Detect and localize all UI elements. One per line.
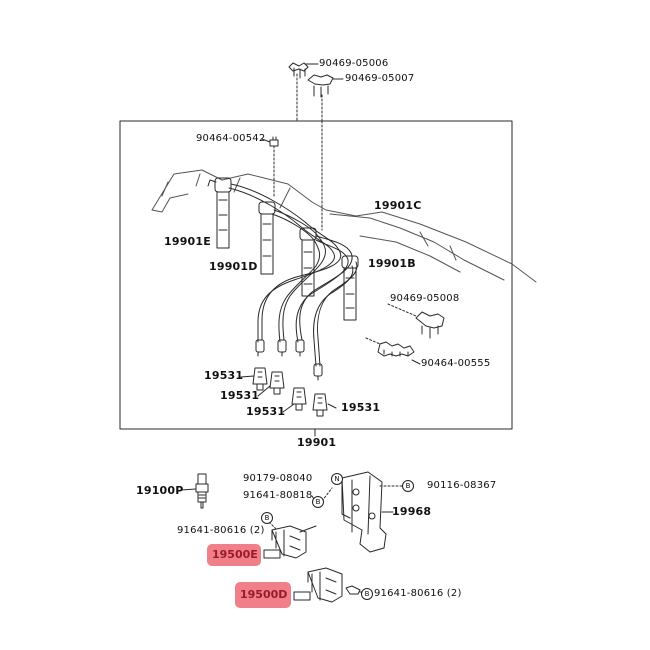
label-90469-05008: 90469-05008	[390, 293, 460, 304]
label-91641-80616-a: 91641-80616 (2)	[177, 525, 265, 536]
boot-19531-a	[252, 367, 268, 391]
ignition-wires	[228, 183, 358, 381]
ignition-coil-19500E	[263, 521, 317, 559]
label-90464-00555: 90464-00555	[421, 358, 491, 369]
spark-plug-19100P	[180, 473, 209, 509]
boot-19531-d	[312, 393, 328, 417]
label-19500D[interactable]: 19500D	[240, 588, 288, 601]
clamp-90464-00555	[365, 337, 421, 365]
label-19901: 19901	[297, 436, 337, 449]
engine-head-outline	[151, 169, 537, 283]
label-19531-d: 19531	[341, 401, 381, 414]
plug-boot-19901B	[341, 255, 359, 321]
label-19968: 19968	[392, 505, 432, 518]
bracket-19968	[341, 471, 394, 553]
label-19901B: 19901B	[368, 257, 416, 270]
marker-n: N	[331, 473, 343, 485]
label-19901C: 19901C	[374, 199, 422, 212]
marker-b-4: B	[361, 588, 373, 600]
marker-b-3: B	[261, 512, 273, 524]
label-19531-b: 19531	[220, 389, 260, 402]
ignition-coil-19500D	[293, 567, 364, 603]
clamp-90469-05007	[307, 74, 344, 231]
label-91641-80616-b: 91641-80616 (2)	[374, 588, 462, 599]
clamp-90469-05008	[387, 303, 445, 339]
label-19901E: 19901E	[164, 235, 211, 248]
highlight-19500D	[235, 582, 291, 608]
assembly-frame	[119, 120, 513, 430]
plug-boot-19901C	[299, 227, 317, 297]
boot-19531-c	[291, 387, 307, 411]
label-91641-80818: 91641-80818	[243, 490, 313, 501]
marker-b-1: B	[402, 480, 414, 492]
highlight-19500E	[207, 544, 261, 566]
label-19901D: 19901D	[209, 260, 258, 273]
plug-boot-19901D	[258, 201, 276, 275]
label-19531-a: 19531	[204, 369, 244, 382]
label-90469-05006: 90469-05006	[319, 58, 389, 69]
label-90116-08367: 90116-08367	[427, 480, 497, 491]
label-90179-08040: 90179-08040	[243, 473, 313, 484]
clamp-90464-00542	[261, 136, 279, 197]
label-90469-05007: 90469-05007	[345, 73, 415, 84]
label-90464-00542: 90464-00542	[196, 133, 266, 144]
label-19500E[interactable]: 19500E	[212, 548, 258, 561]
marker-b-2: B	[312, 496, 324, 508]
clamp-90469-05006	[288, 62, 319, 122]
boot-19531-b	[269, 371, 285, 395]
label-19100P: 19100P	[136, 484, 184, 497]
label-19531-c: 19531	[246, 405, 286, 418]
plug-boot-19901E	[207, 177, 232, 249]
